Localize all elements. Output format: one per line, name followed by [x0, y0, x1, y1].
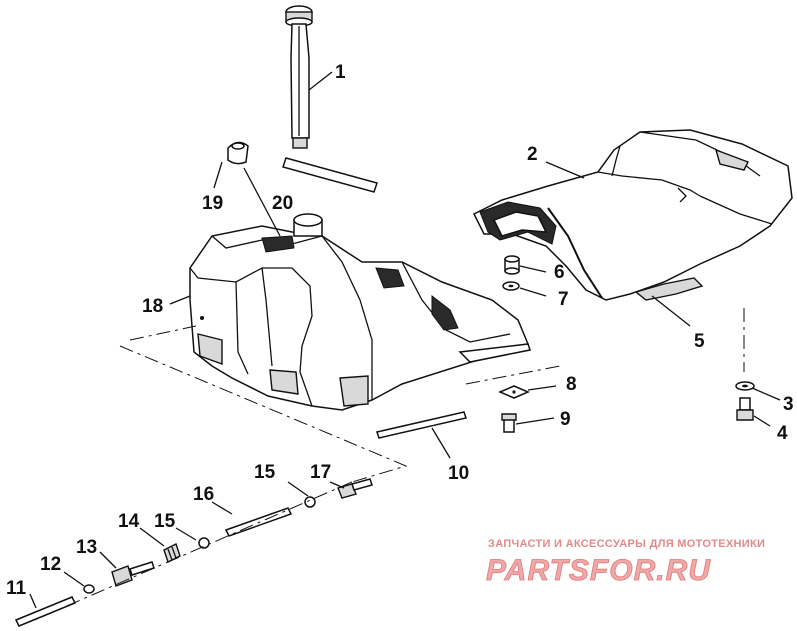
callout-6: 6: [554, 262, 565, 283]
callout-3: 3: [783, 394, 794, 415]
callout-10: 10: [448, 463, 469, 484]
callout-11: 11: [6, 578, 27, 599]
callout-4: 4: [777, 423, 788, 444]
part-hose-11: [14, 596, 77, 627]
part-bolt-9: [501, 413, 517, 433]
callout-7: 7: [558, 289, 569, 310]
callout-15a: 15: [254, 462, 276, 483]
part-spring-14: [163, 543, 181, 563]
callout-9: 9: [560, 409, 571, 430]
part-clamp-15b: [198, 537, 210, 549]
callout-5: 5: [694, 331, 705, 352]
part-grommet-6: [504, 255, 520, 275]
callout-8: 8: [566, 374, 577, 395]
watermark: ЗАПЧАСТИ И АКСЕССУАРЫ ДЛЯ МОТОТЕХНИКИ PA…: [486, 538, 765, 587]
callout-15b: 15: [154, 511, 176, 532]
part-fuel-tank: [189, 213, 531, 411]
part-seat: [472, 129, 793, 301]
construction-lines: [29, 308, 745, 623]
leader-lines: [29, 71, 781, 609]
callout-19: 19: [202, 193, 223, 214]
part-bolt-4: [736, 397, 754, 421]
part-fuel-sender: [285, 5, 313, 149]
callout-14: 14: [118, 511, 140, 532]
callout-1: 1: [335, 62, 346, 83]
callout-2: 2: [527, 144, 538, 165]
part-washer-3: [735, 381, 755, 391]
part-plate-8: [498, 385, 530, 399]
part-clamp-15a: [304, 496, 316, 508]
callout-20: 20: [272, 193, 293, 214]
watermark-tagline: ЗАПЧАСТИ И АКСЕССУАРЫ ДЛЯ МОТОТЕХНИКИ: [488, 538, 765, 550]
callout-labels: 1 2 3 4 5 6 7 8 9 10 11 12 13 14 15 16 1…: [6, 62, 794, 599]
part-clip-19: [227, 141, 249, 165]
callout-18: 18: [142, 296, 163, 317]
part-fitting-13: [111, 561, 155, 587]
part-hose-16: [224, 507, 293, 537]
callout-16: 16: [193, 484, 214, 505]
part-fitting-17: [337, 478, 373, 499]
callout-17: 17: [310, 462, 331, 483]
part-washer-7: [502, 281, 520, 291]
part-clamp-12: [83, 584, 95, 594]
callout-12: 12: [40, 554, 61, 575]
part-strap-10: [376, 411, 467, 439]
watermark-brand: PARTSFOR.RU: [486, 554, 711, 587]
callout-13: 13: [76, 537, 97, 558]
part-hose-20: [282, 157, 378, 193]
